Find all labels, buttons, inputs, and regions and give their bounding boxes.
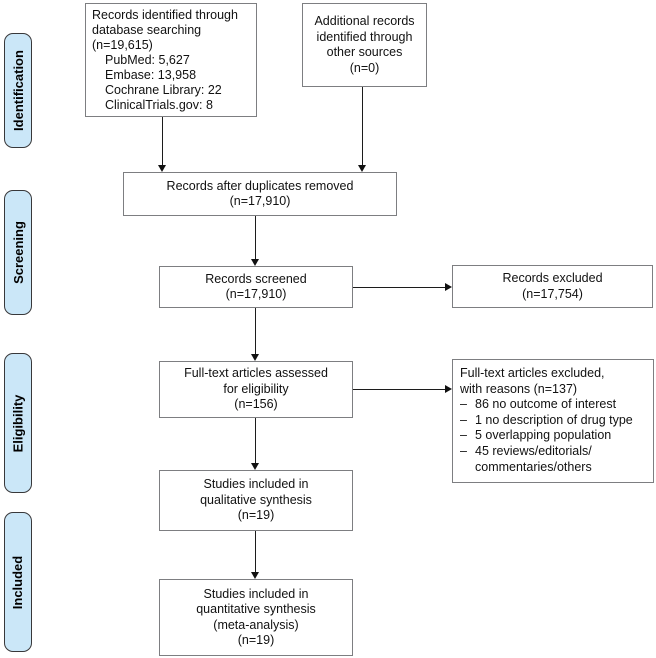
box-line: Full-text articles assessed — [184, 366, 328, 381]
stage-label-identification-text: Identification — [10, 50, 26, 131]
arrow-fulltext-to-fulltext-excluded — [353, 389, 445, 390]
exclusion-reason-text: 1 no description of drug type — [475, 412, 633, 427]
arrow-screened-to-fulltext — [255, 308, 256, 354]
box-quantitative-synthesis: Studies included in quantitative synthes… — [159, 579, 353, 656]
arrow-identified-to-dedup — [162, 117, 163, 165]
exclusion-reason: – 45 reviews/editorials/ — [460, 444, 650, 460]
box-line: for eligibility — [223, 381, 289, 396]
stage-label-screening: Screening — [4, 190, 32, 315]
box-line: Additional records — [314, 14, 415, 28]
box-records-identified: Records identified through database sear… — [85, 3, 257, 117]
box-line: Records identified through — [92, 8, 238, 22]
box-line: Studies included in — [203, 586, 309, 601]
source-item: Cochrane Library: 22 — [105, 83, 222, 97]
box-line: (meta-analysis) — [213, 617, 299, 632]
arrowhead-down-icon — [358, 165, 366, 172]
arrowhead-right-icon — [445, 283, 452, 291]
box-line: (n=19) — [237, 633, 275, 647]
box-line: (n=19) — [237, 508, 275, 523]
source-item: PubMed: 5,627 — [105, 53, 190, 67]
box-line: (n=17,910) — [229, 194, 291, 208]
arrowhead-down-icon — [251, 463, 259, 470]
dash-bullet: – — [460, 412, 467, 427]
exclusion-reason-text: 86 no outcome of interest — [475, 397, 617, 412]
box-fulltext-assessed: Full-text articles assessed for eligibil… — [159, 361, 353, 418]
arrow-qualitative-to-quantitative — [255, 531, 256, 572]
exclusion-reason-text: 5 overlapping population — [475, 428, 612, 443]
dash-bullet: – — [460, 397, 467, 412]
box-line: (n=156) — [234, 397, 278, 412]
box-records-screened: Records screened (n=17,910) — [159, 266, 353, 308]
arrowhead-down-icon — [251, 354, 259, 361]
stage-label-screening-text: Screening — [10, 221, 26, 284]
arrowhead-right-icon — [445, 385, 452, 393]
exclusion-reason-continuation: commentaries/others — [475, 459, 592, 474]
box-line: with reasons (n=137) — [460, 381, 578, 396]
stage-label-included-text: Included — [10, 555, 26, 609]
box-line: qualitative synthesis — [200, 492, 312, 507]
box-records-excluded: Records excluded (n=17,754) — [452, 265, 653, 308]
arrow-dedup-to-screened — [255, 216, 256, 259]
stage-label-identification: Identification — [4, 33, 32, 148]
stage-label-eligibility-text: Eligibility — [10, 394, 26, 452]
box-line: other sources — [326, 45, 403, 59]
source-item: Embase: 13,958 — [105, 68, 197, 82]
box-line: Records after duplicates removed — [166, 178, 354, 193]
stage-label-eligibility: Eligibility — [4, 353, 32, 493]
exclusion-reason: – 86 no outcome of interest — [460, 397, 650, 413]
arrow-screened-to-excluded — [353, 287, 445, 288]
arrowhead-down-icon — [251, 572, 259, 579]
box-qualitative-synthesis: Studies included in qualitative synthesi… — [159, 470, 353, 531]
box-line: Records screened — [205, 271, 307, 286]
box-line: Full-text articles excluded, — [460, 366, 605, 380]
exclusion-reason: – 1 no description of drug type — [460, 413, 650, 429]
box-line: Studies included in — [203, 477, 309, 492]
box-line: (n=17,754) — [522, 286, 583, 301]
source-item: ClinicalTrials.gov: 8 — [105, 98, 213, 112]
box-fulltext-excluded: Full-text articles excluded, with reason… — [452, 359, 654, 483]
box-line: (n=19,615) — [92, 38, 153, 52]
arrow-additional-to-dedup — [362, 87, 363, 165]
exclusion-reason-text: 45 reviews/editorials/ — [475, 443, 592, 458]
arrowhead-down-icon — [158, 165, 166, 172]
dash-bullet: – — [460, 428, 467, 443]
dash-bullet: – — [460, 443, 467, 458]
box-line: identified through — [316, 29, 413, 44]
box-duplicates-removed: Records after duplicates removed (n=17,9… — [123, 172, 397, 216]
exclusion-reason: – 5 overlapping population — [460, 428, 650, 444]
box-line: Records excluded — [502, 271, 603, 285]
box-additional-records: Additional records identified through ot… — [302, 3, 427, 87]
box-line: database searching — [92, 23, 202, 37]
box-line: (n=17,910) — [225, 287, 287, 301]
arrowhead-down-icon — [251, 259, 259, 266]
arrow-fulltext-to-qualitative — [255, 418, 256, 463]
box-line: quantitative synthesis — [196, 602, 316, 616]
stage-label-included: Included — [4, 512, 32, 652]
box-line: (n=0) — [349, 60, 380, 75]
